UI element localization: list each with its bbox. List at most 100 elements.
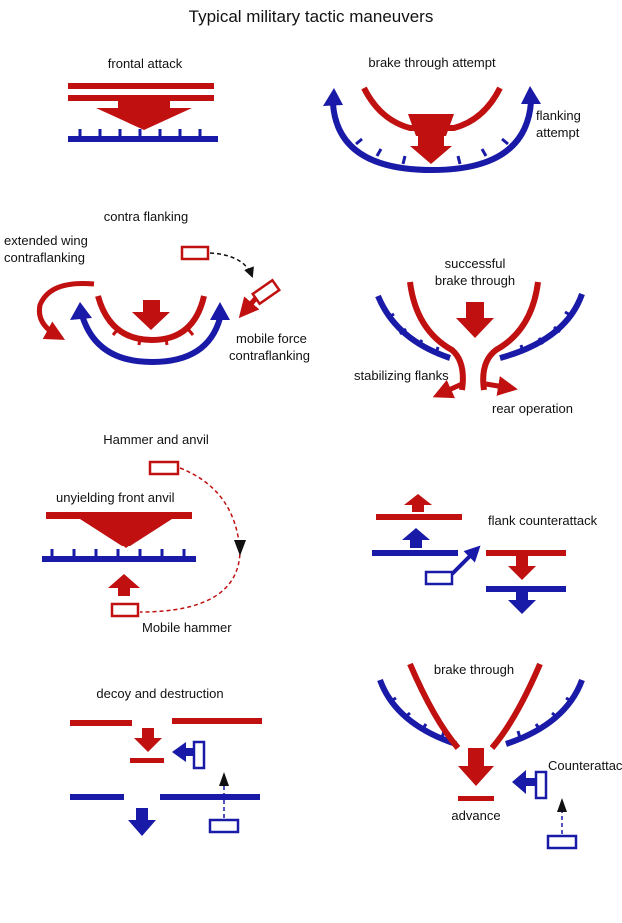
counterattack-reserve xyxy=(546,834,578,850)
friendly-wedge-left xyxy=(407,662,461,750)
friendly-line xyxy=(68,83,214,89)
hammer-route-arrowhead xyxy=(234,540,246,556)
attack-arrow xyxy=(96,101,192,130)
label-extended-wing: extended wing xyxy=(4,233,88,248)
panel-flank-counterattack: flank counterattack xyxy=(372,494,598,614)
decoy-unit xyxy=(130,758,164,763)
enemy-line xyxy=(372,550,458,556)
label-flanking: flanking xyxy=(536,108,581,123)
label-mobile-force: mobile force xyxy=(236,331,307,346)
hammer-arrow xyxy=(108,574,140,596)
flanking-arrowhead-left xyxy=(323,88,343,106)
enemy-line-right xyxy=(486,586,566,592)
rear-operation-arrow-right xyxy=(485,376,518,396)
label-brake-through-attempt: brake through attempt xyxy=(368,55,496,70)
enemy-line-ticks xyxy=(50,549,186,556)
label-mobile-hammer: Mobile hammer xyxy=(142,620,232,635)
decoy-arrow xyxy=(134,728,162,752)
center-arrow xyxy=(456,302,494,338)
enemy-arrow-down xyxy=(128,808,156,836)
panel-brake-through-attempt: brake through attempt flanking attempt xyxy=(323,55,581,174)
panel-contra-flanking: contra flanking extended wing contraflan… xyxy=(4,209,310,366)
reserve-unit xyxy=(208,818,240,834)
flank-route-arrowhead xyxy=(219,772,229,786)
mobile-force-arrow xyxy=(238,296,260,319)
enemy-line xyxy=(42,556,196,562)
label-advance: advance xyxy=(451,808,500,823)
friendly-arrow-up xyxy=(404,494,432,512)
hammer-unit xyxy=(110,602,140,618)
anvil-line xyxy=(46,512,192,519)
label-decoy-and-destruction: decoy and destruction xyxy=(96,686,223,701)
extended-wing-arrow xyxy=(36,280,95,340)
friendly-wedge-right xyxy=(480,281,541,391)
enemy-line xyxy=(68,136,218,142)
friendly-arrow-down xyxy=(508,556,536,580)
label-mobile-force-2: contraflanking xyxy=(229,348,310,363)
center-arrow xyxy=(132,300,170,330)
enemy-arrowhead-left xyxy=(70,302,92,320)
label-rear-operation: rear operation xyxy=(492,401,573,416)
enemy-flank-right xyxy=(499,292,585,361)
label-counterattack: Counterattack xyxy=(548,758,622,773)
enemy-arc xyxy=(330,101,534,174)
label-attempt: attempt xyxy=(536,125,580,140)
label-extended-wing-2: contraflanking xyxy=(4,250,85,265)
label-contra-flanking: contra flanking xyxy=(104,209,189,224)
label-brake-through-2: brake through xyxy=(434,662,514,677)
enemy-flank-ticks xyxy=(388,696,574,739)
enemy-line xyxy=(70,794,124,800)
label-hammer-and-anvil: Hammer and anvil xyxy=(103,432,209,447)
enemy-arc xyxy=(79,314,223,366)
friendly-line xyxy=(376,514,462,520)
label-stabilizing-flanks: stabilizing flanks xyxy=(354,368,449,383)
panel-hammer-and-anvil: Hammer and anvil unyielding front anvil … xyxy=(42,432,246,635)
anvil-arrow-tip xyxy=(106,532,146,548)
mobile-force-route xyxy=(209,252,254,278)
counterattack-unit xyxy=(534,770,548,800)
flank-unit xyxy=(192,740,206,770)
friendly-arc-ticks xyxy=(111,328,195,346)
hammer-route xyxy=(139,467,241,613)
counterattack-arrow xyxy=(512,770,538,794)
label-successful: successful xyxy=(445,256,506,271)
enemy-flank-right xyxy=(505,678,585,747)
counter-arrow xyxy=(450,545,481,576)
hammer-unit-origin xyxy=(148,460,180,476)
breakthrough-arrow xyxy=(408,114,454,164)
mobile-force-unit xyxy=(180,245,210,261)
enemy-line xyxy=(160,794,260,800)
label-frontal-attack: frontal attack xyxy=(108,56,183,71)
friendly-line xyxy=(70,720,132,726)
friendly-line xyxy=(172,718,262,724)
panel-decoy-and-destruction: decoy and destruction xyxy=(70,686,262,836)
panel-frontal-attack: frontal attack xyxy=(68,56,218,142)
enemy-flank-left xyxy=(375,294,451,361)
enemy-flank-left xyxy=(377,678,457,747)
counter-unit xyxy=(424,570,454,586)
label-flank-counterattack: flank counterattack xyxy=(488,513,598,528)
friendly-wedge-right xyxy=(489,662,543,750)
label-brake-through: brake through xyxy=(435,273,515,288)
enemy-flank-ticks xyxy=(386,310,573,355)
flank-arrow xyxy=(172,742,196,762)
enemy-arrow-down xyxy=(508,592,536,614)
panel-successful-brake-through: successful brake through stabilizing fla… xyxy=(354,256,585,416)
diagram-title: Typical military tactic maneuvers xyxy=(189,7,434,26)
counterattack-route-arrowhead xyxy=(557,798,567,812)
advance-line xyxy=(458,796,494,801)
friendly-line xyxy=(68,95,214,101)
friendly-arc xyxy=(95,295,207,344)
enemy-arrow-up xyxy=(402,528,430,548)
enemy-line-ticks xyxy=(78,129,202,136)
friendly-line-right xyxy=(486,550,566,556)
panel-brake-through-counterattack: brake through Counterattack advance xyxy=(377,662,622,850)
advance-arrow xyxy=(458,748,494,786)
rear-operation-arrow-left xyxy=(432,379,464,399)
label-unyielding-front-anvil: unyielding front anvil xyxy=(56,490,175,505)
flanking-arrowhead-right xyxy=(521,86,541,104)
enemy-arc-ticks xyxy=(355,137,509,165)
friendly-wedge-left xyxy=(407,281,466,391)
